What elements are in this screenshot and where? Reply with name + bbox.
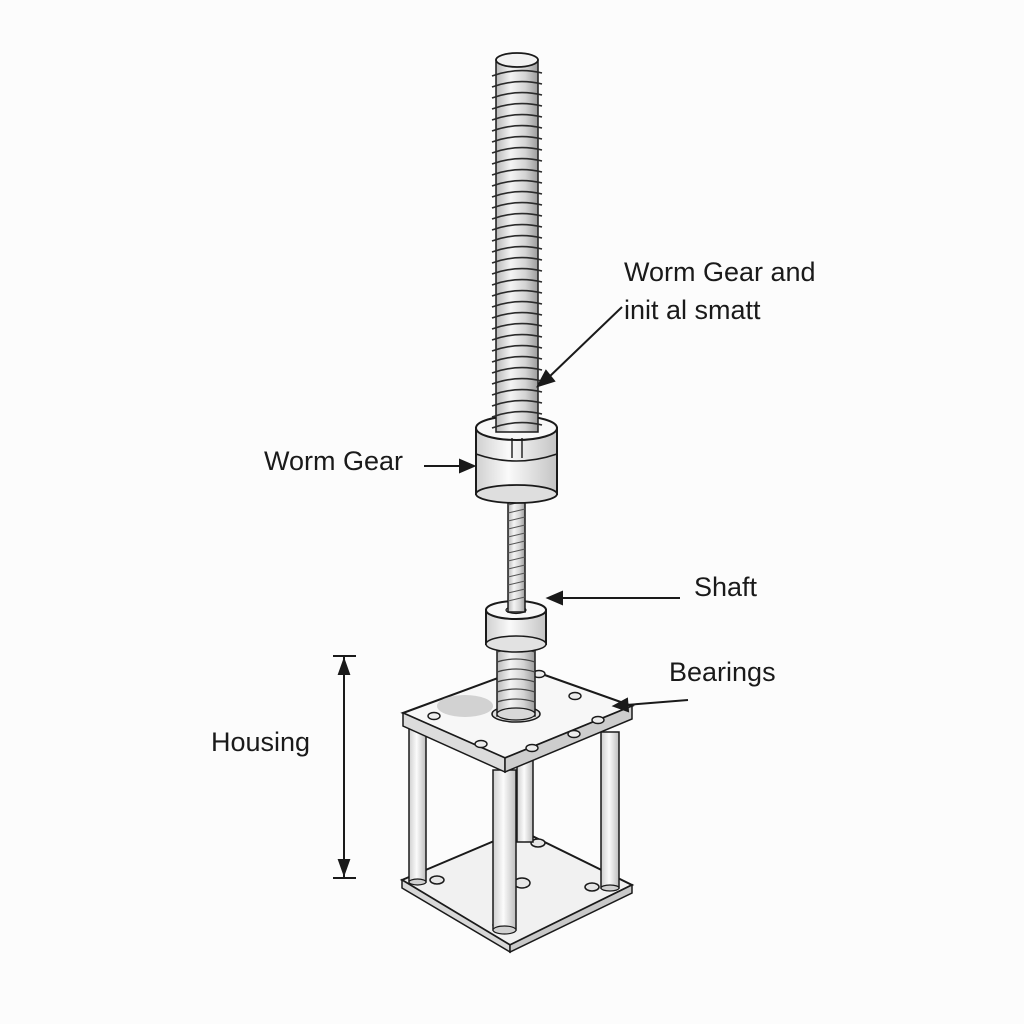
worm-thread xyxy=(491,311,543,319)
label-worm-gear-and-shaft-line1: Worm Gear and xyxy=(624,257,816,287)
label-worm-gear-and-shaft: Worm Gear and init al smatt xyxy=(624,256,816,327)
worm-thread xyxy=(491,289,543,297)
worm-thread xyxy=(491,91,543,99)
worm-thread xyxy=(491,355,543,363)
worm-thread xyxy=(491,388,543,396)
worm-thread xyxy=(491,366,543,374)
housing-post-right xyxy=(600,731,620,889)
label-worm-gear: Worm Gear xyxy=(264,446,404,476)
worm-thread xyxy=(491,322,543,330)
arrowhead-worm-gear xyxy=(459,458,477,474)
housing-post-left xyxy=(408,721,427,883)
label-worm-gear-and-shaft-line2: init al smatt xyxy=(624,295,761,326)
label-shaft: Shaft xyxy=(694,572,758,602)
worm-thread xyxy=(491,234,543,242)
housing-dimension-arrow-bottom xyxy=(337,859,351,877)
arrowhead-worm-gear-and-shaft xyxy=(535,369,556,388)
worm-thread xyxy=(491,377,543,385)
arrowhead-bearings xyxy=(611,697,630,713)
worm-thread xyxy=(491,212,543,220)
top-plate-holes xyxy=(427,669,605,753)
worm-thread xyxy=(491,69,543,77)
leader-lines xyxy=(333,306,689,879)
worm-thread xyxy=(491,223,543,231)
worm-thread xyxy=(491,190,543,198)
leader-bearings xyxy=(625,699,689,706)
worm-thread xyxy=(491,421,543,429)
worm-thread xyxy=(491,256,543,264)
worm-thread xyxy=(491,146,543,154)
arrowhead-shaft xyxy=(545,590,563,606)
worm-thread xyxy=(491,399,543,407)
housing-dimension-arrow-top xyxy=(337,657,351,675)
housing-bottom-plate-edge-right xyxy=(509,883,633,954)
worm-thread xyxy=(491,300,543,308)
worm-thread xyxy=(491,124,543,132)
worm-thread xyxy=(491,80,543,88)
worm-thread xyxy=(491,102,543,110)
top-plate-shadow xyxy=(437,695,493,717)
worm-thread xyxy=(491,113,543,121)
worm-thread xyxy=(491,245,543,253)
worm-thread xyxy=(491,135,543,143)
label-housing: Housing xyxy=(211,727,311,757)
housing-post-front xyxy=(492,769,517,931)
worm-thread xyxy=(491,267,543,275)
worm-thread xyxy=(491,168,543,176)
label-bearings: Bearings xyxy=(669,657,776,687)
worm-thread xyxy=(491,157,543,165)
worm-screw xyxy=(491,52,543,433)
worm-thread xyxy=(491,333,543,341)
worm-thread xyxy=(491,410,543,418)
leader-worm-gear-and-shaft xyxy=(547,306,623,379)
worm-thread xyxy=(491,278,543,286)
worm-thread xyxy=(491,344,543,352)
worm-thread xyxy=(491,179,543,187)
worm-thread xyxy=(491,201,543,209)
shaft-rod xyxy=(507,493,526,613)
